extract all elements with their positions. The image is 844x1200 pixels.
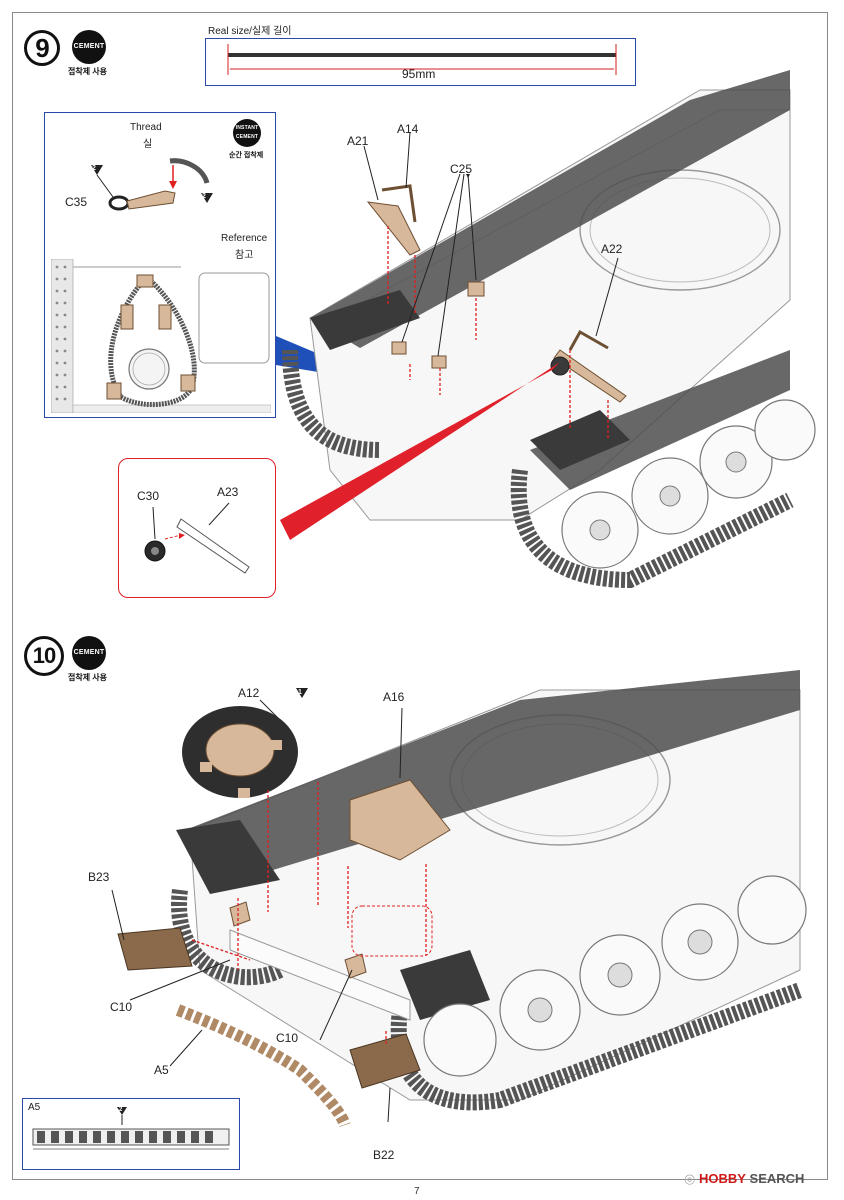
- step-9-number: 9: [35, 33, 49, 63]
- part-c25-label: C25: [450, 162, 473, 176]
- callout-2-number: 2: [92, 165, 96, 172]
- cement-korean-label-step10: 접착제 사용: [68, 673, 108, 682]
- a5-inset-callout: 2: [119, 1107, 123, 1113]
- part-a22-label: A22: [601, 242, 623, 256]
- page-number: 7: [414, 1186, 420, 1197]
- inset-pointer-red: [280, 362, 560, 540]
- watermark-rest: SEARCH: [749, 1171, 805, 1186]
- step-10-callout-1: 1: [298, 689, 302, 696]
- real-size-thread-drawing: [227, 44, 617, 75]
- cement-icon-step10: CEMENT: [72, 636, 106, 670]
- thread-label-en: Thread: [130, 122, 162, 133]
- real-size-title: Real size/실제 길이: [208, 26, 292, 37]
- part-a5-inset-label: A5: [28, 1102, 41, 1113]
- step-9-badge: 9: [24, 30, 60, 66]
- step-9-inset-box: Thread 실 INSTANT CEMENT 순간 접착제 2 2 C35 R…: [44, 112, 276, 418]
- c35-thread-drawing: [91, 158, 213, 211]
- reference-label-en: Reference: [221, 233, 268, 244]
- step-10-badge: 10: [24, 636, 64, 676]
- step-10-hull-drawing: [111, 670, 807, 1128]
- part-a21-label: A21: [347, 134, 369, 148]
- reference-drawing: [51, 259, 271, 413]
- part-a23-label: A23: [217, 485, 239, 499]
- part-b23-label: B23: [88, 870, 110, 884]
- step-9-hull-drawing: [276, 70, 816, 589]
- instant-cement-korean: 순간 접착제: [229, 152, 264, 159]
- cement-korean-label: 접착제 사용: [68, 67, 108, 76]
- instant-cement-icon: INSTANT CEMENT: [233, 119, 261, 147]
- part-a21-shape: [366, 201, 421, 256]
- part-c30-label: C30: [137, 489, 160, 503]
- real-size-box: 95mm: [205, 38, 636, 86]
- watermark-brand: HOBBY: [698, 1171, 746, 1186]
- callout-2-number-b: 2: [202, 193, 206, 200]
- step-9-red-inset: C30 A23: [118, 458, 276, 598]
- cement-icon: CEMENT: [72, 30, 106, 64]
- part-c10-left-label: C10: [110, 1000, 133, 1014]
- page-frame: [12, 12, 828, 1180]
- reference-label-ko: 참고: [235, 250, 254, 261]
- part-a14-shape: [381, 184, 417, 223]
- part-a12-label: A12: [238, 686, 260, 700]
- part-c10-right-label: C10: [276, 1031, 299, 1045]
- part-a5-label: A5: [154, 1063, 169, 1077]
- part-b22-label: B22: [373, 1148, 395, 1162]
- step-10-number: 10: [32, 643, 56, 668]
- real-size-value: 95mm: [402, 67, 436, 81]
- step-10-a5-inset: A5 2: [22, 1098, 240, 1170]
- part-a16-label: A16: [383, 690, 405, 704]
- watermark-logo: ◎ HOBBY SEARCH: [684, 1171, 805, 1186]
- part-c35-label: C35: [65, 195, 88, 209]
- part-a14-label: A14: [397, 122, 419, 136]
- thread-label-ko: 실: [143, 139, 153, 150]
